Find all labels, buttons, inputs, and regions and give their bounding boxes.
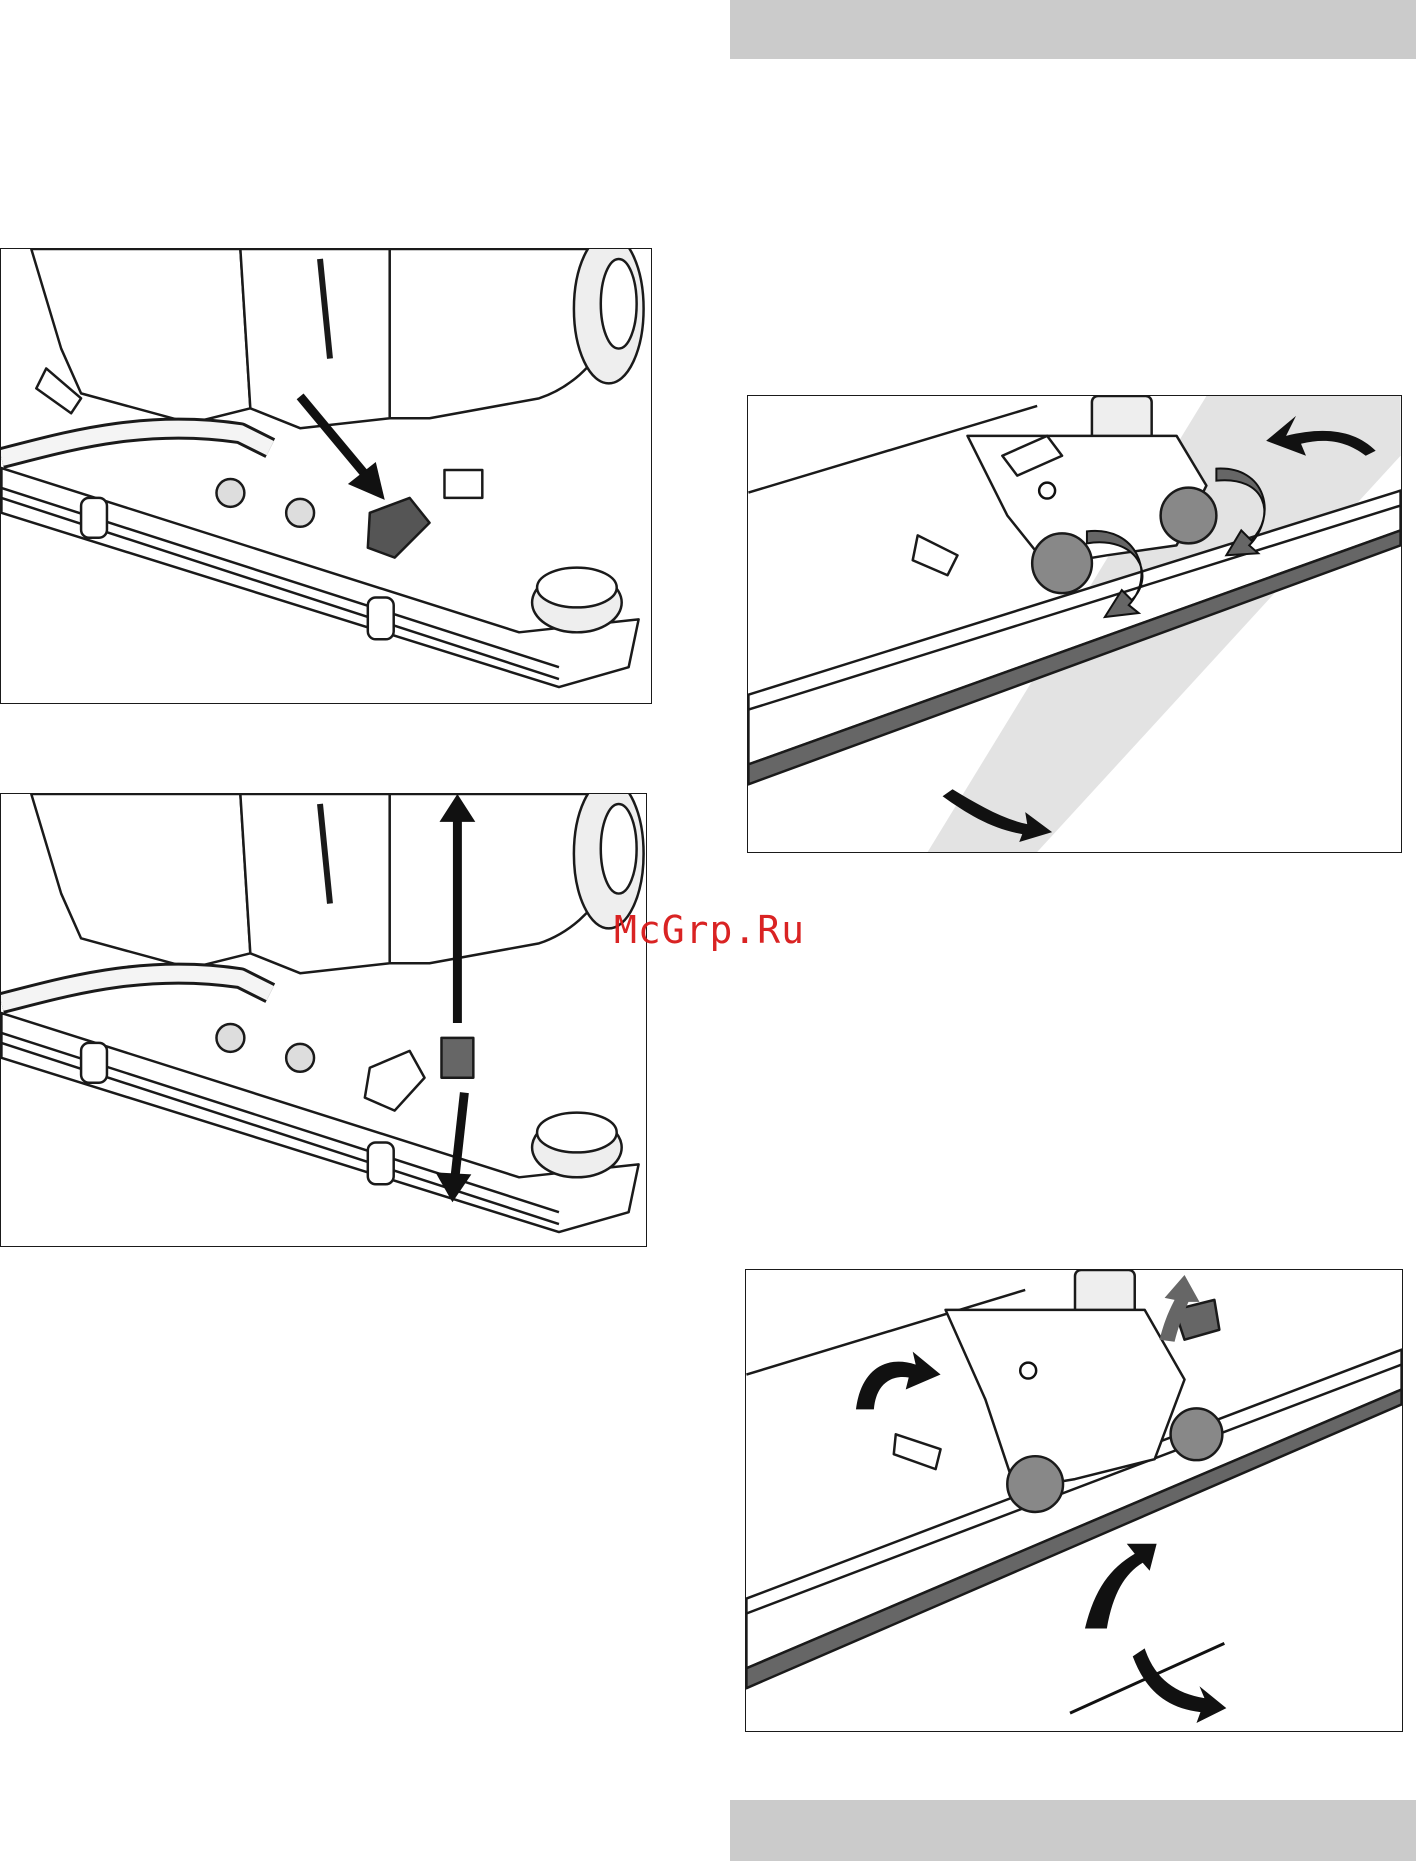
machine-illustration (1, 249, 651, 703)
header-band (730, 0, 1416, 59)
footer-band (730, 1800, 1416, 1861)
figure-squeegee-tilt-adjust (745, 1269, 1403, 1732)
machine-illustration (1, 794, 646, 1246)
figure-squeegee-pedal-raise-lower (0, 793, 647, 1247)
figure-squeegee-knobs-loosen (747, 395, 1402, 853)
squeegee-detail-illustration (746, 1270, 1402, 1731)
watermark-logo: McGrp.Ru (614, 908, 805, 952)
figure-squeegee-pedal-lower (0, 248, 652, 704)
squeegee-detail-illustration (748, 396, 1401, 852)
